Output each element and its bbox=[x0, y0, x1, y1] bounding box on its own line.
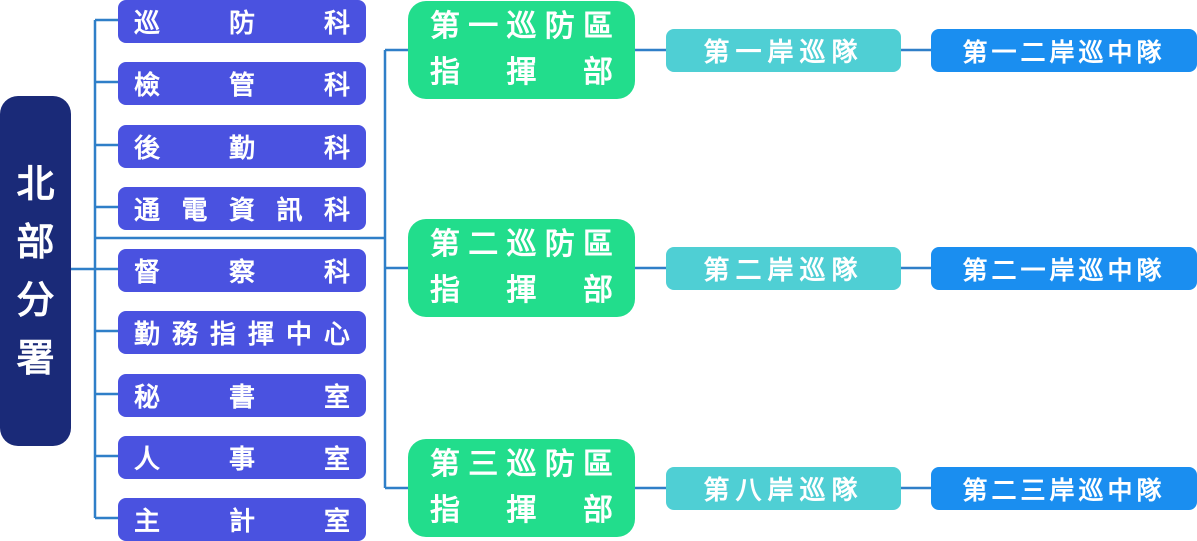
patrol-command-name-char: 第 bbox=[430, 227, 460, 262]
patrol-command-name-char: 區 bbox=[583, 9, 613, 44]
department-label-char: 資 bbox=[228, 196, 255, 226]
patrol-command-name-char: 防 bbox=[544, 447, 575, 482]
root-label-char: 北 bbox=[16, 162, 55, 206]
department-label-char: 人 bbox=[134, 445, 161, 475]
patrol-command-name-char: 第 bbox=[430, 447, 460, 482]
department-label-char: 書 bbox=[228, 383, 255, 413]
coast-patrol-squad-box: 第二三岸巡中隊 bbox=[931, 467, 1197, 510]
department-label-char: 電 bbox=[181, 196, 208, 226]
department-label-char: 中 bbox=[285, 320, 312, 350]
patrol-command-suffix: 指揮部 bbox=[430, 488, 613, 534]
department-box: 通電資訊科 bbox=[118, 187, 366, 230]
department-label-char: 巡 bbox=[134, 9, 161, 39]
department-label-char: 科 bbox=[323, 134, 350, 164]
department-box: 檢管科 bbox=[118, 62, 366, 105]
department-label-char: 訊 bbox=[276, 196, 303, 226]
department-label-char: 計 bbox=[228, 507, 255, 537]
coast-patrol-squad-box: 第二一岸巡中隊 bbox=[931, 247, 1197, 290]
patrol-command-name-char: 一 bbox=[468, 9, 499, 44]
department-label-char: 心 bbox=[323, 320, 350, 350]
coast-patrol-unit-box: 第二岸巡隊 bbox=[666, 247, 901, 290]
patrol-command-name-char: 巡 bbox=[506, 227, 537, 262]
patrol-command-name-char: 巡 bbox=[506, 9, 537, 44]
department-label-char: 室 bbox=[323, 383, 350, 413]
patrol-command-suffix-char: 揮 bbox=[506, 493, 537, 528]
department-label-char: 督 bbox=[134, 258, 161, 288]
department-label-char: 室 bbox=[323, 507, 350, 537]
patrol-command-suffix-char: 揮 bbox=[506, 55, 537, 90]
patrol-command-box: 第三巡防區指 揮 部 bbox=[408, 439, 635, 537]
patrol-command-suffix-char: 部 bbox=[583, 55, 613, 90]
department-label-char: 防 bbox=[228, 9, 255, 39]
coast-patrol-unit-box: 第一岸巡隊 bbox=[666, 29, 901, 72]
patrol-command-suffix-char: 部 bbox=[583, 273, 613, 308]
department-label-char: 指 bbox=[209, 320, 236, 350]
patrol-command-suffix-char: 部 bbox=[583, 493, 613, 528]
department-label-char: 室 bbox=[323, 445, 350, 475]
department-box: 人事室 bbox=[118, 436, 366, 479]
department-box: 主計室 bbox=[118, 498, 366, 541]
department-label-char: 務 bbox=[171, 320, 198, 350]
patrol-command-suffix-char: 指 bbox=[430, 493, 460, 528]
root-label-char: 署 bbox=[16, 336, 55, 380]
patrol-command-name: 第三巡防區 bbox=[430, 442, 613, 488]
department-label-char: 揮 bbox=[247, 320, 274, 350]
department-box: 巡防科 bbox=[118, 0, 366, 43]
patrol-command-name-char: 三 bbox=[468, 447, 499, 482]
coast-patrol-unit-box: 第八岸巡隊 bbox=[666, 467, 901, 510]
root-label-char: 分 bbox=[16, 278, 55, 322]
department-label-char: 管 bbox=[228, 71, 255, 101]
coast-patrol-squad-box: 第一二岸巡中隊 bbox=[931, 29, 1197, 72]
patrol-command-name-char: 防 bbox=[544, 9, 575, 44]
department-label-char: 檢 bbox=[134, 71, 161, 101]
patrol-command-suffix: 指揮部 bbox=[430, 50, 613, 96]
department-box: 勤務指揮中心 bbox=[118, 311, 366, 354]
patrol-command-name-char: 巡 bbox=[506, 447, 537, 482]
root-label-char: 部 bbox=[16, 220, 55, 264]
department-box: 督察科 bbox=[118, 249, 366, 292]
patrol-command-suffix-char: 指 bbox=[430, 55, 460, 90]
patrol-command-name-char: 防 bbox=[544, 227, 575, 262]
department-label-char: 秘 bbox=[134, 383, 161, 413]
patrol-command-suffix-char: 指 bbox=[430, 273, 460, 308]
patrol-command-suffix: 指揮部 bbox=[430, 268, 613, 314]
department-label-char: 科 bbox=[323, 196, 350, 226]
department-label-char: 科 bbox=[323, 71, 350, 101]
patrol-command-name-char: 區 bbox=[583, 227, 613, 262]
department-label-char: 通 bbox=[134, 196, 161, 226]
department-label-char: 後 bbox=[134, 134, 161, 164]
patrol-command-name: 第一巡防區 bbox=[430, 4, 613, 50]
department-label-char: 勤 bbox=[228, 134, 255, 164]
department-label-char: 主 bbox=[134, 507, 161, 537]
patrol-command-name: 第二巡防區 bbox=[430, 222, 613, 268]
patrol-command-name-char: 區 bbox=[583, 447, 613, 482]
department-label-char: 察 bbox=[228, 258, 255, 288]
department-box: 後勤科 bbox=[118, 125, 366, 168]
patrol-command-box: 第二巡防區指 揮 部 bbox=[408, 219, 635, 317]
department-label-char: 科 bbox=[323, 258, 350, 288]
department-box: 秘書室 bbox=[118, 374, 366, 417]
patrol-command-suffix-char: 揮 bbox=[506, 273, 537, 308]
department-label-char: 科 bbox=[323, 9, 350, 39]
root-node-northern-branch: 北部分署 bbox=[0, 96, 71, 446]
department-label-char: 勤 bbox=[134, 320, 161, 350]
patrol-command-name-char: 第 bbox=[430, 9, 460, 44]
patrol-command-name-char: 二 bbox=[468, 227, 499, 262]
department-label-char: 事 bbox=[228, 445, 255, 475]
patrol-command-box: 第一巡防區指 揮 部 bbox=[408, 1, 635, 99]
